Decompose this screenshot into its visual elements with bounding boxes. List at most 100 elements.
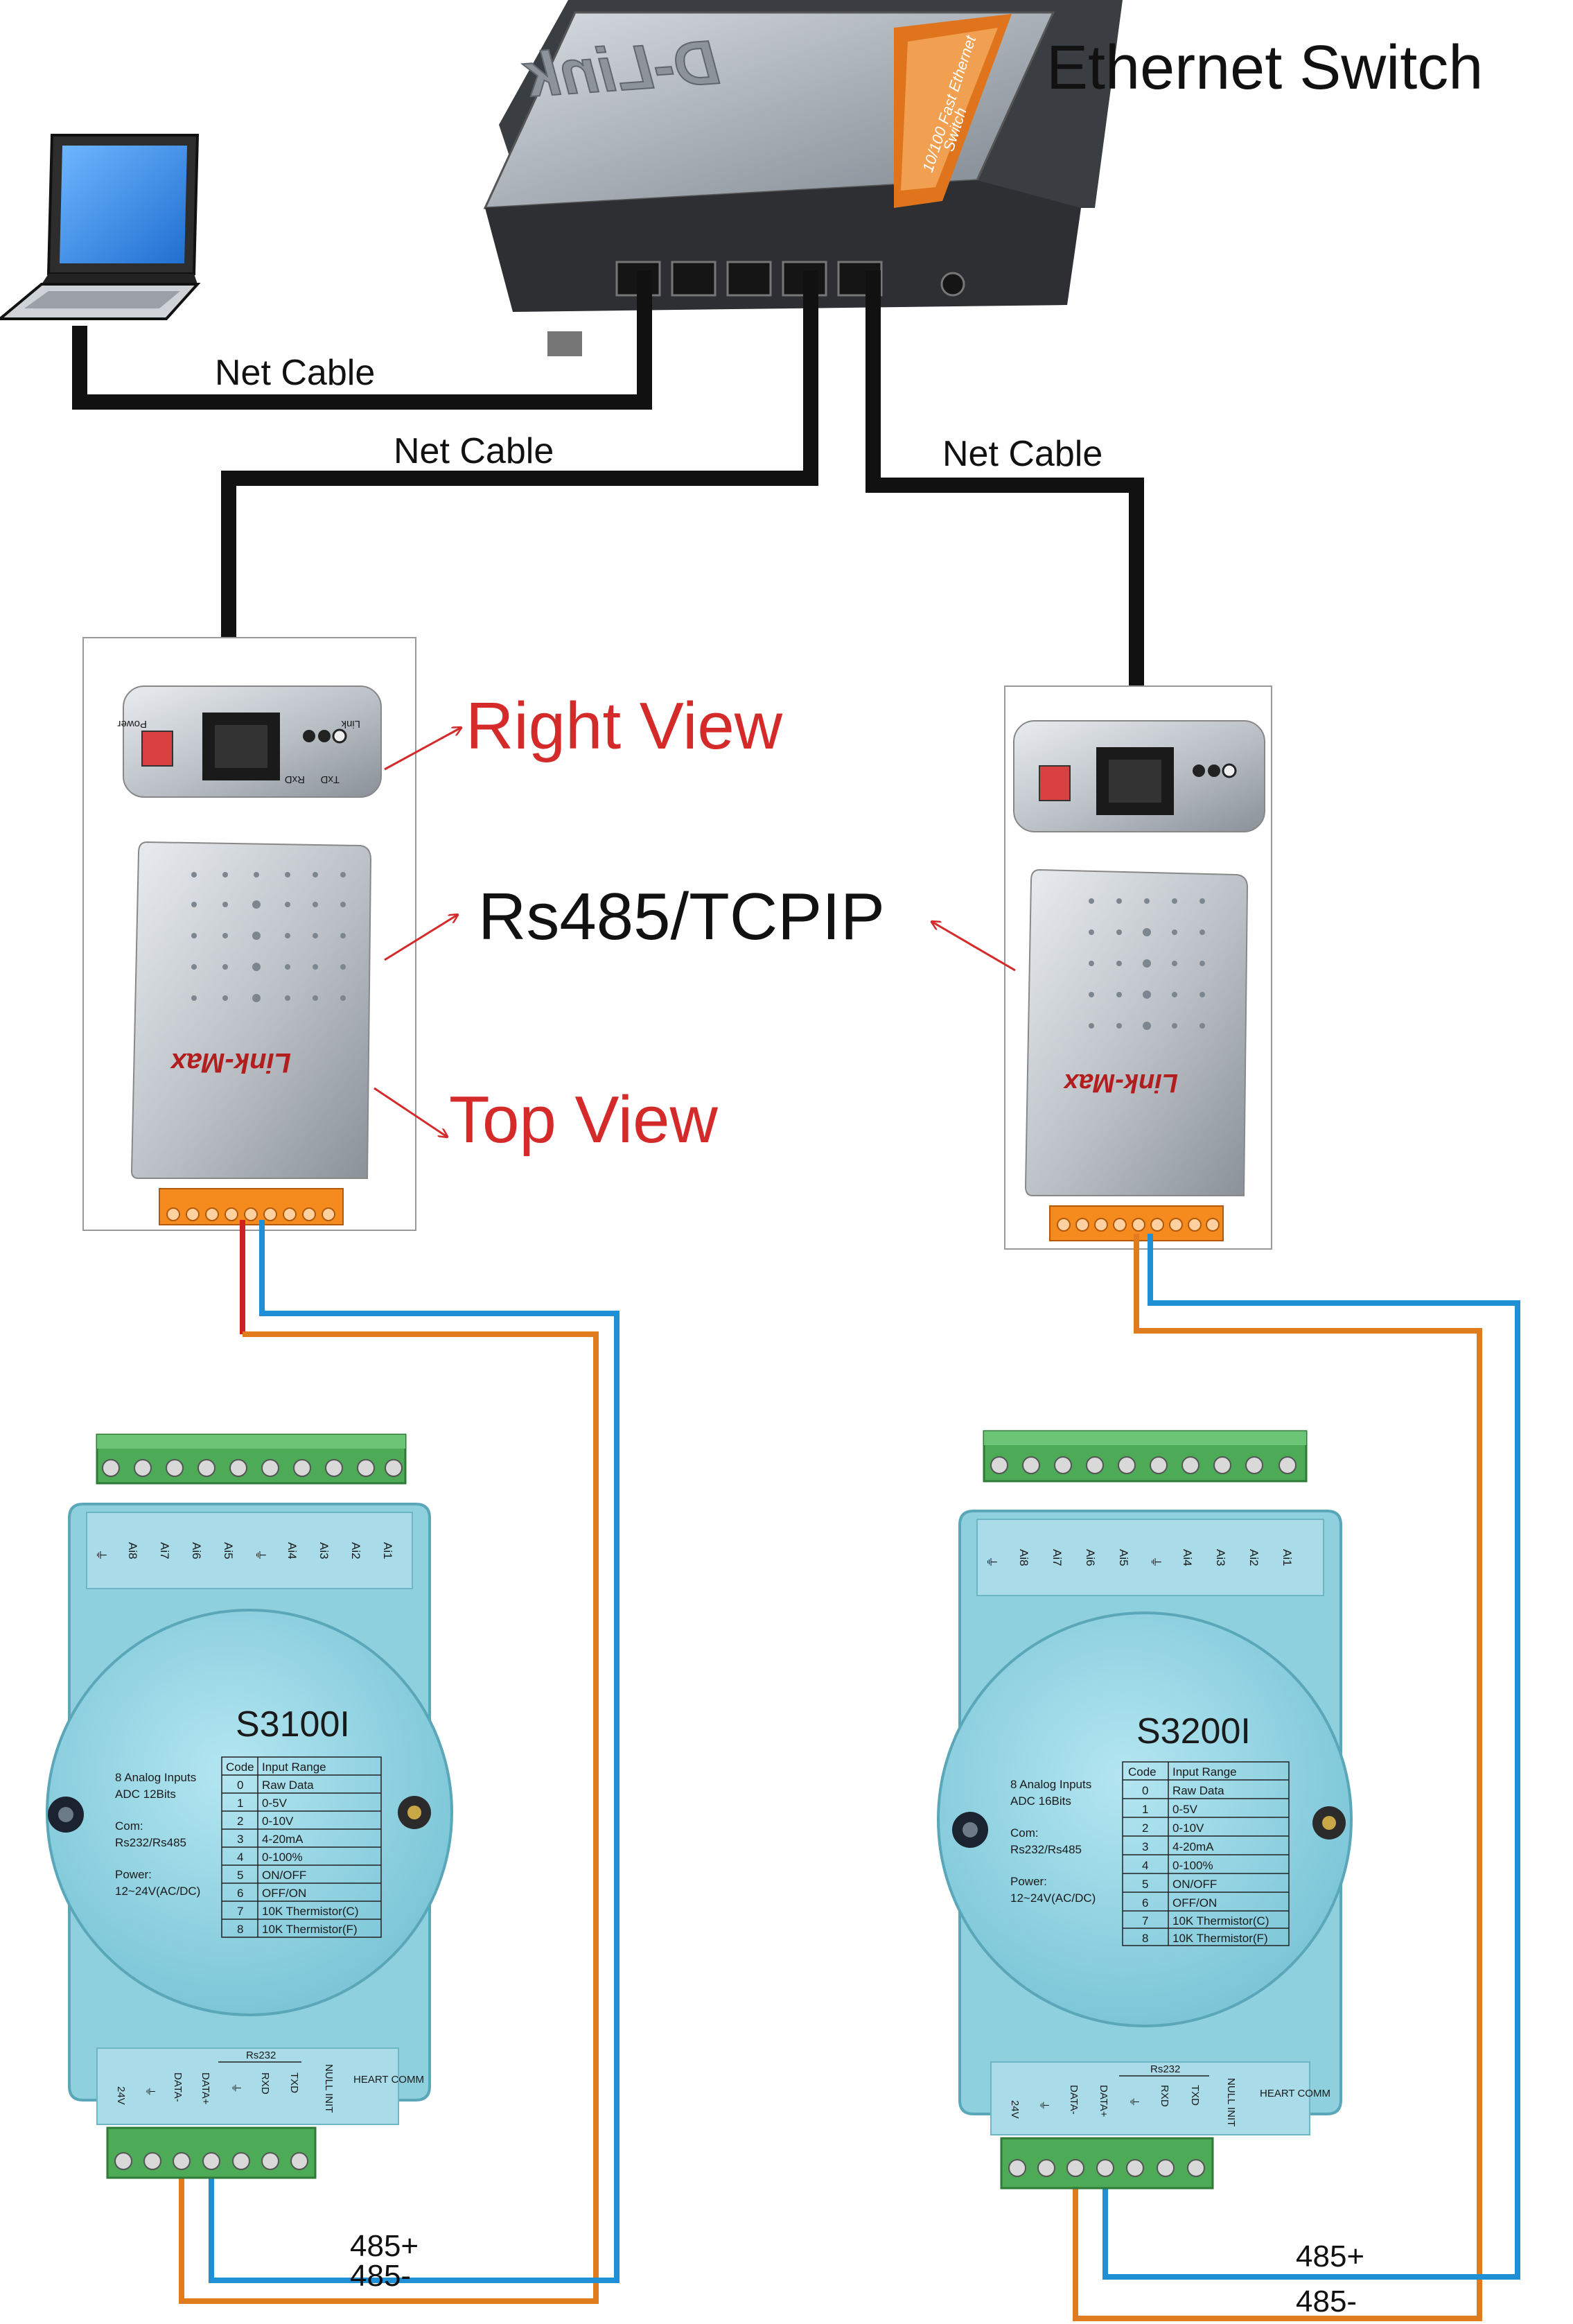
bt-data-minus: DATA- [172, 2072, 184, 2102]
right-row-6-code: 6 [1142, 1896, 1148, 1910]
top-view-label: Top View [449, 1083, 718, 1157]
right-row-1-range: 0-5V [1172, 1803, 1198, 1816]
right-row-5-range: ON/OFF [1172, 1878, 1217, 1891]
laptop-icon [0, 134, 201, 320]
top-terminal-ai6: Ai6 [190, 1542, 203, 1559]
bottom-terminal-labels: 24V ⏚ DATA- DATA+ ⏚ RXD TXD NULL INIT HE… [115, 2064, 424, 2113]
right-module-model: S3200I [1136, 1711, 1251, 1751]
right-485-minus-label: 485- [1296, 2284, 1357, 2318]
left-module-com-value: Rs232/Rs485 [115, 1836, 186, 1849]
right-module-com-value: Rs232/Rs485 [1010, 1843, 1082, 1856]
left-module: ⏚ Ai8 Ai7 Ai6 Ai5 ⏚ Ai4 Ai3 Ai2 Ai1 S310… [46, 1433, 453, 2179]
left-input-range-table [221, 1756, 382, 1938]
left-row-8-code: 8 [237, 1923, 243, 1936]
right-row-7-range: 10K Thermistor(C) [1172, 1914, 1269, 1928]
right-module-power-label: Power: [1010, 1875, 1047, 1888]
bt-gnd: ⏚ [144, 2086, 156, 2097]
top-terminal-ai3: Ai3 [1214, 1549, 1227, 1566]
bt-rxd: RXD [259, 2072, 271, 2095]
top-terminal-ai2: Ai2 [349, 1542, 362, 1559]
net-cables [72, 270, 1144, 797]
right-row-3-code: 3 [1142, 1840, 1148, 1853]
top-terminal-ai7: Ai7 [158, 1542, 171, 1559]
right-module-power-value: 12~24V(AC/DC) [1010, 1891, 1096, 1905]
left-row-1-range: 0-5V [262, 1797, 288, 1810]
top-terminal-ai5: Ai5 [1117, 1549, 1130, 1566]
bt-data-plus: DATA+ [200, 2072, 211, 2105]
top-terminal-gnd: ⏚ [985, 1556, 998, 1568]
bt-null-init: NULL INIT [323, 2064, 335, 2113]
left-row-2-range: 0-10V [262, 1815, 294, 1828]
left-row-3-range: 4-20mA [262, 1833, 304, 1846]
right-row-1-code: 1 [1142, 1803, 1148, 1816]
right-row-5-code: 5 [1142, 1878, 1148, 1891]
left-row-7-code: 7 [237, 1905, 243, 1918]
rs485-tcpip-label: Rs485/TCPIP [478, 880, 885, 954]
left-wire-orange [179, 1331, 599, 2304]
left-row-0-code: 0 [237, 1779, 243, 1792]
right-row-6-range: OFF/ON [1172, 1896, 1217, 1910]
bottom-label-strip [990, 2061, 1310, 2135]
right-row-7-code: 7 [1142, 1914, 1148, 1928]
left-row-4-range: 0-100% [262, 1851, 303, 1864]
left-module-line2: ADC 12Bits [115, 1788, 176, 1801]
right-485-plus-label: 485+ [1296, 2239, 1364, 2273]
left-row-0-range: Raw Data [262, 1779, 314, 1792]
right-module-line2: ADC 16Bits [1010, 1794, 1071, 1808]
top-terminal-ai1: Ai1 [381, 1542, 394, 1559]
right-converter-top-view [1024, 868, 1249, 1196]
module-dial [937, 1611, 1353, 2027]
top-terminal-gnd2: ⏚ [1149, 1556, 1162, 1568]
left-485-minus-label: 485- [350, 2259, 411, 2293]
led-label-link: Link [341, 718, 360, 730]
left-converter-cable [221, 270, 818, 783]
left-converter-brand: Link-Max [170, 1047, 291, 1078]
right-row-4-range: 0-100% [1172, 1859, 1213, 1872]
laptop-cable [72, 270, 652, 410]
bt-heart-comm: HEART COMM [353, 2074, 424, 2086]
top-terminal-ai8: Ai8 [1017, 1549, 1030, 1566]
power-adapter-icon [547, 331, 582, 356]
left-module-model: S3100I [236, 1704, 350, 1745]
right-module-com-label: Com: [1010, 1826, 1039, 1840]
top-terminal-ai4: Ai4 [1181, 1549, 1194, 1566]
left-converter-power-label: Power [117, 718, 147, 730]
ethernet-switch-label: Ethernet Switch [1046, 33, 1483, 103]
left-row-7-range: 10K Thermistor(C) [262, 1905, 359, 1918]
right-converter: Link-Max [1004, 685, 1272, 1250]
bt-txd: TXD [288, 2072, 300, 2093]
left-module-com-label: Com: [115, 1819, 143, 1833]
top-terminal-ai7: Ai7 [1051, 1549, 1064, 1566]
right-rs232-label: Rs232 [1150, 2063, 1180, 2075]
bt-null-init: NULL INIT [1225, 2078, 1237, 2126]
right-row-0-code: 0 [1142, 1784, 1148, 1797]
right-converter-brand: Link-Max [1062, 1068, 1178, 1097]
top-terminal-ai1: Ai1 [1281, 1549, 1294, 1566]
left-row-6-code: 6 [237, 1887, 243, 1900]
top-terminal-gnd2: ⏚ [254, 1549, 267, 1561]
bt-rxd: RXD [1159, 2085, 1170, 2107]
left-table-head-range: Input Range [262, 1761, 326, 1774]
right-row-3-range: 4-20mA [1172, 1840, 1214, 1853]
bt-txd: TXD [1189, 2085, 1201, 2106]
left-row-8-range: 10K Thermistor(F) [262, 1923, 358, 1936]
right-module: ⏚ Ai8 Ai7 Ai6 Ai5 ⏚ Ai4 Ai3 Ai2 Ai1 S320… [937, 1430, 1353, 2190]
left-row-6-range: OFF/ON [262, 1887, 306, 1900]
left-module-power-value: 12~24V(AC/DC) [115, 1885, 200, 1898]
right-wire-orange [1073, 1234, 1482, 2321]
right-row-4-code: 4 [1142, 1859, 1148, 1872]
left-row-5-code: 5 [237, 1869, 243, 1882]
right-row-2-range: 0-10V [1172, 1821, 1204, 1835]
left-row-3-code: 3 [237, 1833, 243, 1846]
left-module-line1: 8 Analog Inputs [115, 1771, 196, 1784]
left-table-head-code: Code [226, 1761, 254, 1774]
bt-24v: 24V [1009, 2100, 1021, 2119]
bt-gnd: ⏚ [1038, 2100, 1050, 2111]
right-wire-blue [1102, 1234, 1520, 2280]
module-dial [46, 1609, 453, 2016]
right-table-head-range: Input Range [1172, 1765, 1237, 1779]
left-row-1-code: 1 [237, 1797, 243, 1810]
ethernet-switch: 10/100 Fast Ethernet Switch D-Link [483, 0, 1123, 356]
left-rs232-label: Rs232 [246, 2050, 276, 2061]
